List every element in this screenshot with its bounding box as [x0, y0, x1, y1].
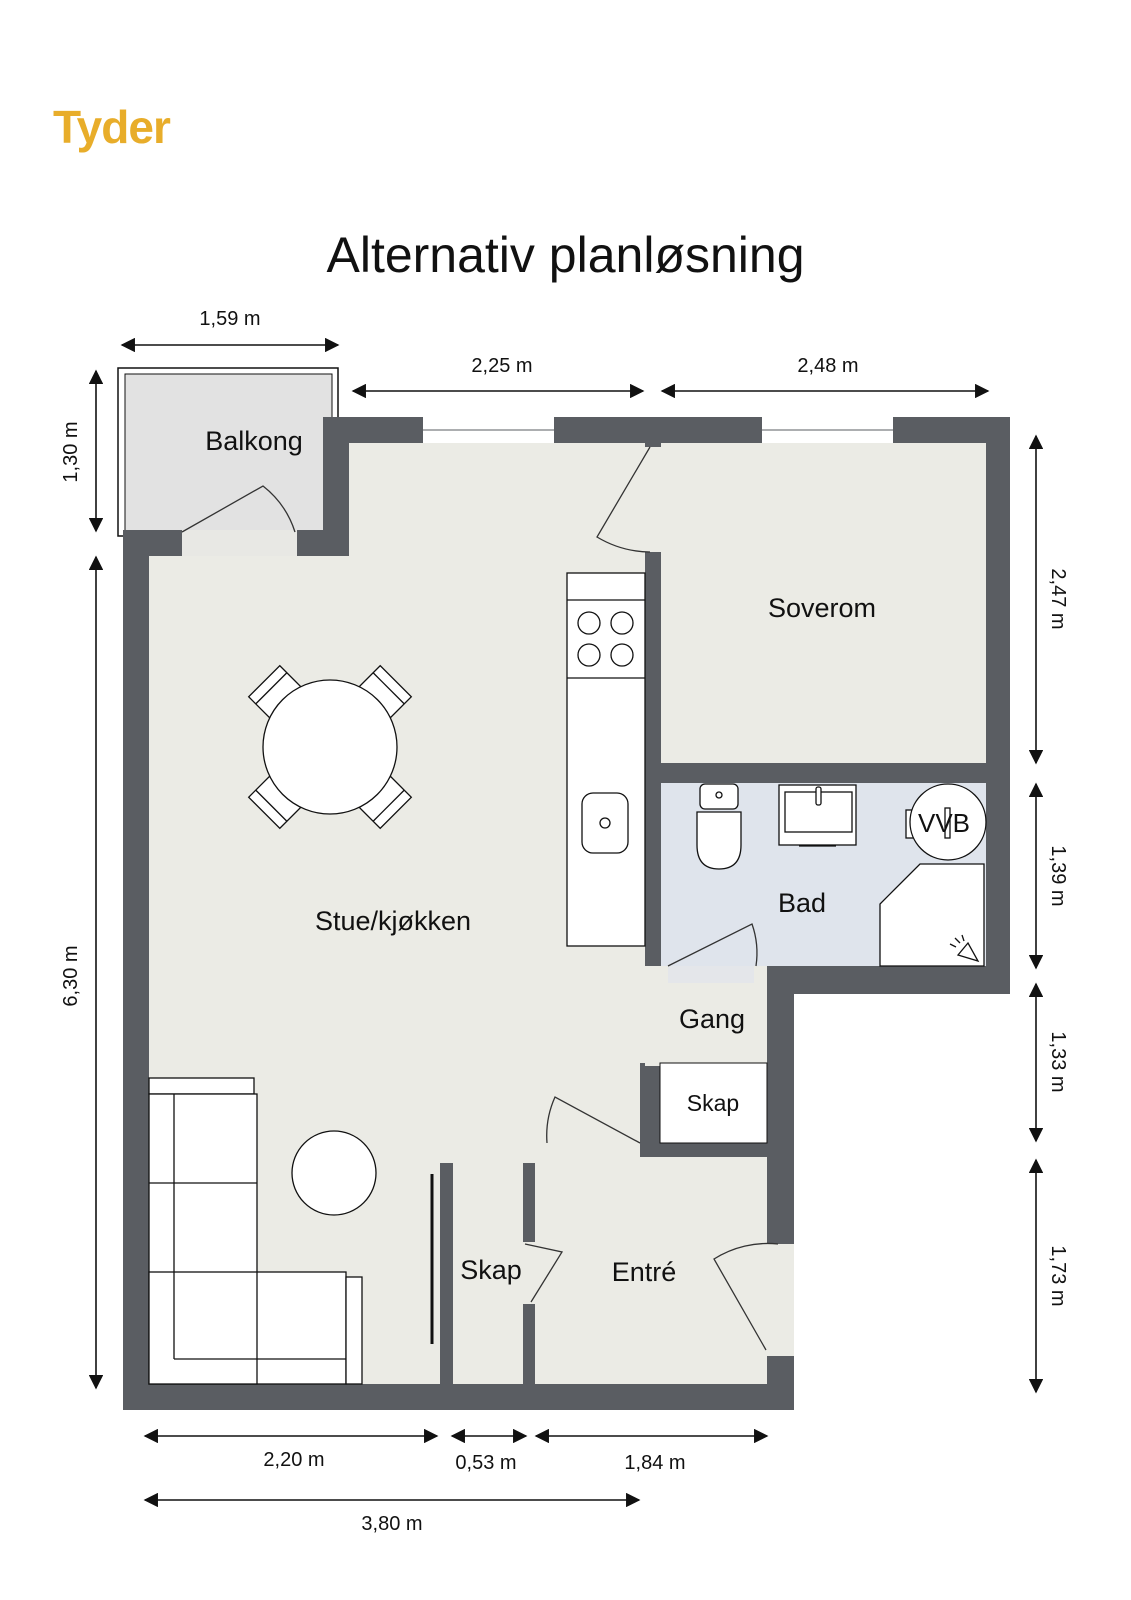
dim-left-total: 6,30 m [60, 945, 82, 1006]
bathroom-fixtures [696, 783, 987, 967]
room-label-bad: Bad [778, 888, 826, 918]
dim-bottom-skap: 0,53 m [455, 1452, 516, 1474]
coffee-table [291, 1130, 377, 1216]
stove-burner-icon [610, 643, 634, 667]
dim-top-soverom: 2,48 m [797, 355, 858, 377]
dim-right-entre: 1,73 m [1047, 1245, 1069, 1306]
dim-right-soverom: 2,47 m [1047, 568, 1069, 629]
brand-logo: Tyder [53, 101, 171, 153]
dim-right-bad: 1,39 m [1047, 845, 1069, 906]
water-heater-icon [905, 783, 987, 861]
shower-icon [879, 863, 985, 967]
room-label-soverom: Soverom [768, 593, 876, 623]
sofa [148, 1077, 363, 1385]
dim-bottom-total: 3,80 m [361, 1513, 422, 1535]
room-label-vvb: VVB [918, 808, 970, 838]
room-label-entre: Entré [612, 1257, 677, 1287]
dim-bottom-stue: 2,20 m [263, 1449, 324, 1471]
toilet-icon [696, 783, 742, 870]
dining-table [247, 664, 413, 830]
room-label-skap-gang: Skap [687, 1090, 739, 1116]
stove-burner-icon [577, 611, 601, 635]
room-label-gang: Gang [679, 1004, 745, 1034]
balcony [117, 367, 339, 537]
kitchen-counter [566, 572, 646, 947]
dim-top-balkong: 1,59 m [199, 308, 260, 330]
doors [181, 446, 779, 1351]
dim-right-gang: 1,33 m [1047, 1031, 1069, 1092]
room-label-stue: Stue/kjøkken [315, 906, 471, 936]
stove-burner-icon [577, 643, 601, 667]
dim-left-balkong: 1,30 m [60, 421, 82, 482]
page-title: Alternativ planløsning [326, 227, 805, 283]
stove-burner-icon [610, 611, 634, 635]
room-label-balkong: Balkong [205, 426, 303, 456]
dimension-labels: 1,59 m 2,25 m 2,48 m 1,30 m 6,30 m 2,47 … [60, 308, 1069, 1535]
room-label-skap-entre: Skap [460, 1255, 522, 1285]
dim-bottom-entre: 1,84 m [624, 1452, 685, 1474]
room-labels: Balkong Stue/kjøkken Soverom Bad VVB Gan… [205, 426, 970, 1287]
dim-top-stue: 2,25 m [471, 355, 532, 377]
dimension-lines [88, 337, 1044, 1508]
washbasin-icon [778, 784, 857, 847]
